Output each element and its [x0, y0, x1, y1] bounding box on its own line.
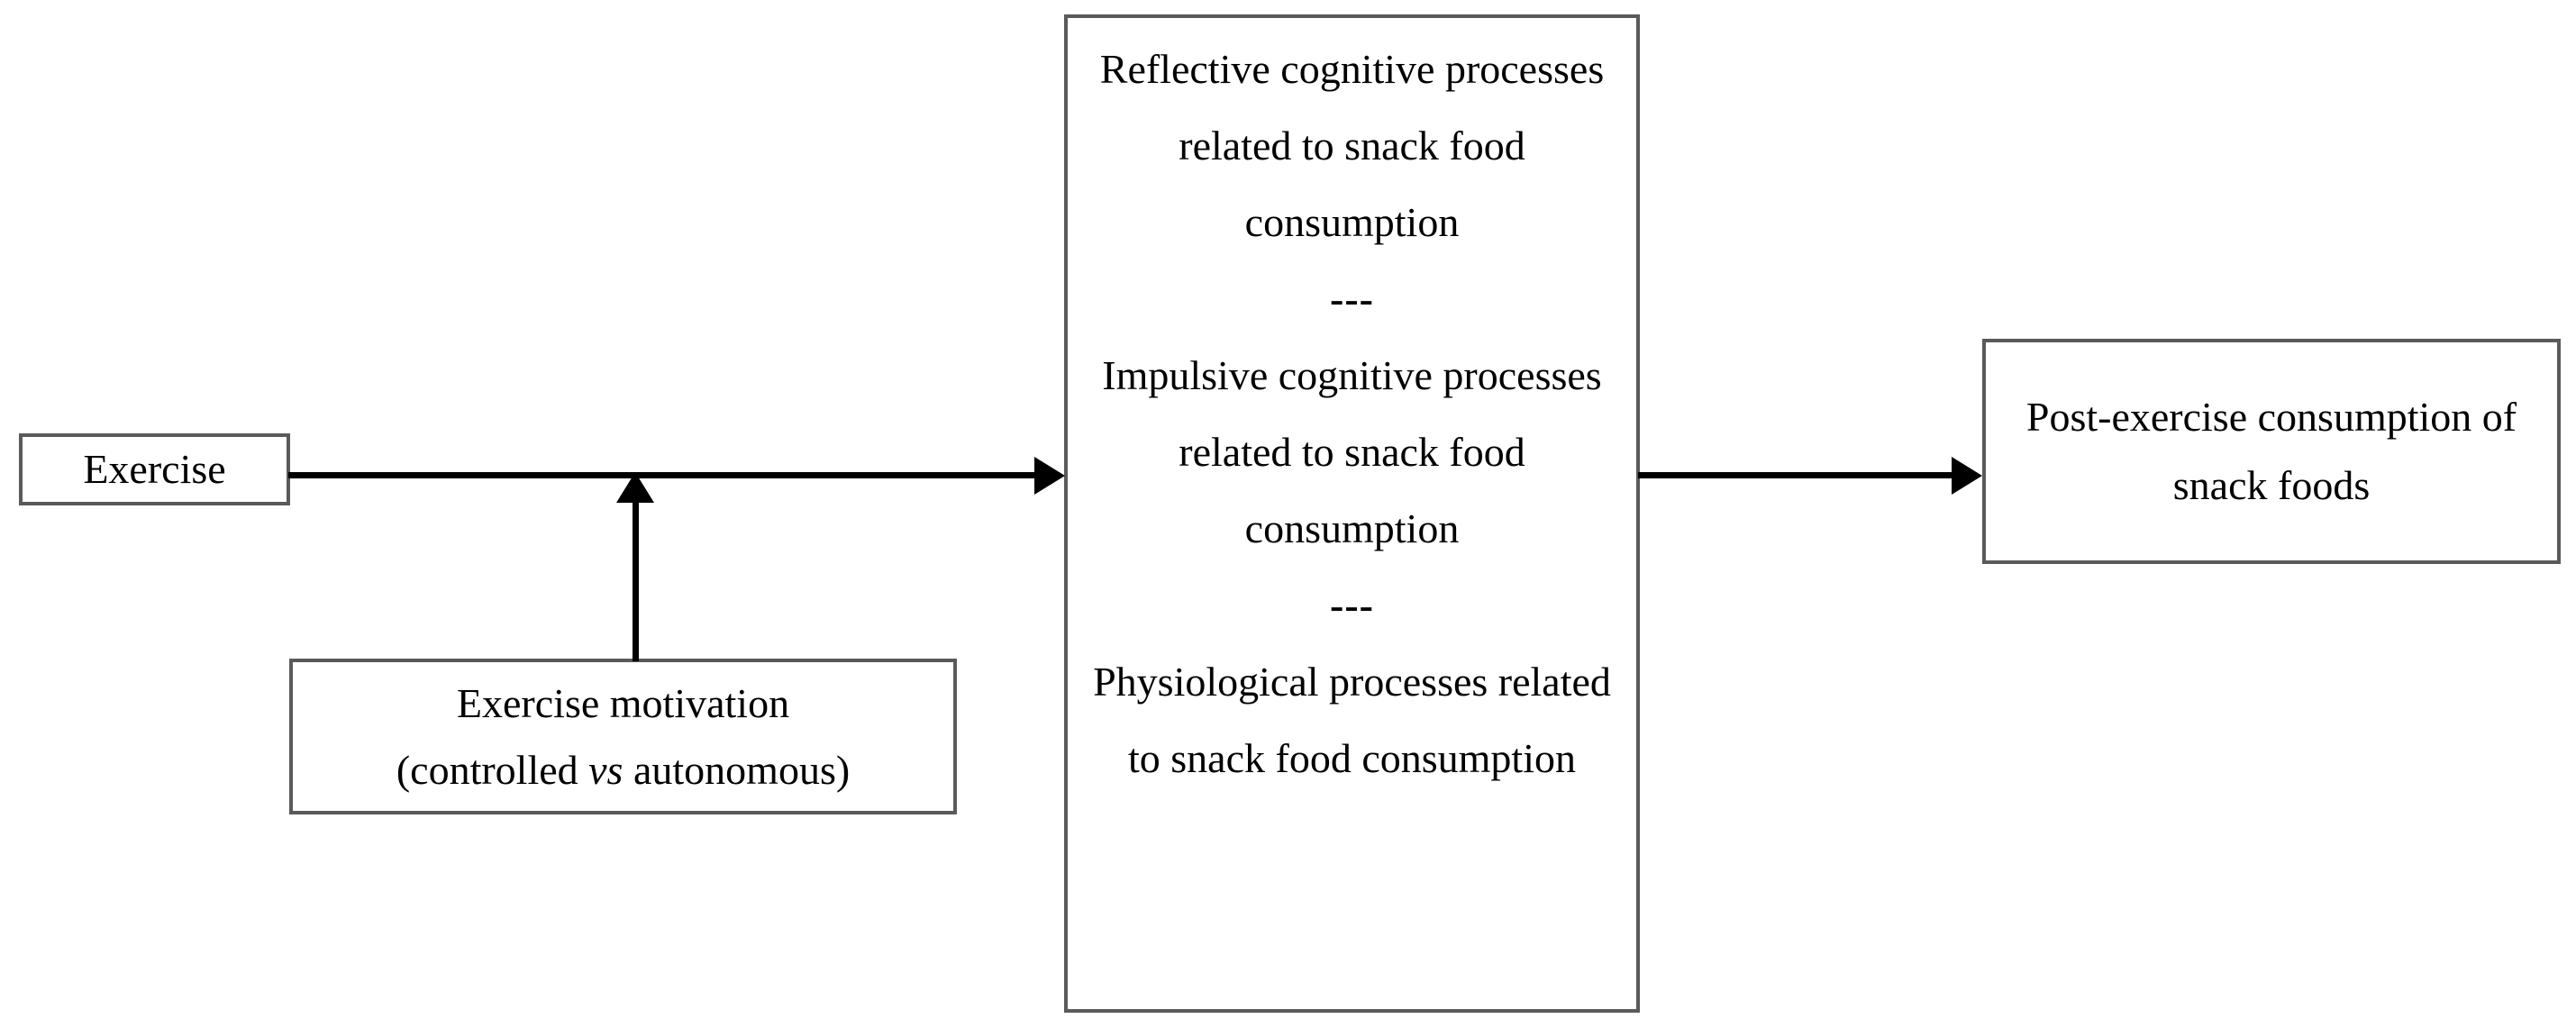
node-exercise-label: Exercise: [83, 446, 226, 492]
edge-mechanisms-to-outcome-line: [1638, 472, 1953, 478]
node-mechanisms-block-2: Impulsive cognitive processes related to…: [1102, 352, 1602, 551]
node-motivation-line-2-italic: vs: [588, 746, 624, 793]
arrow-up-icon: [616, 472, 654, 503]
node-motivation-line-2-prefix: (controlled: [396, 746, 589, 793]
arrow-right-icon: [1034, 457, 1065, 495]
node-exercise-motivation[interactable]: Exercise motivation (controlled vs auton…: [289, 659, 957, 814]
edge-motivation-moderator-line: [633, 499, 639, 661]
node-mechanisms-block-3: Physiological processes related to snack…: [1093, 659, 1611, 781]
node-mechanisms-separator-2: ---: [1330, 582, 1374, 628]
node-outcome-label: Post-exercise consumption of snack foods: [2025, 394, 2517, 508]
node-mechanisms-block-1: Reflective cognitive processes related t…: [1099, 46, 1605, 245]
node-mechanisms-separator-1: ---: [1330, 276, 1374, 322]
arrow-right-icon: [1952, 457, 1982, 495]
edge-exercise-to-mechanisms-line: [288, 472, 1038, 478]
node-exercise[interactable]: Exercise: [19, 433, 290, 505]
node-mechanisms[interactable]: Reflective cognitive processes related t…: [1064, 14, 1640, 1013]
node-motivation-line-1: Exercise motivation: [456, 679, 790, 726]
node-motivation-line-2-suffix: autonomous): [623, 746, 851, 793]
node-post-exercise-consumption[interactable]: Post-exercise consumption of snack foods: [1982, 339, 2561, 564]
node-motivation-line-2: (controlled vs autonomous): [396, 737, 850, 804]
